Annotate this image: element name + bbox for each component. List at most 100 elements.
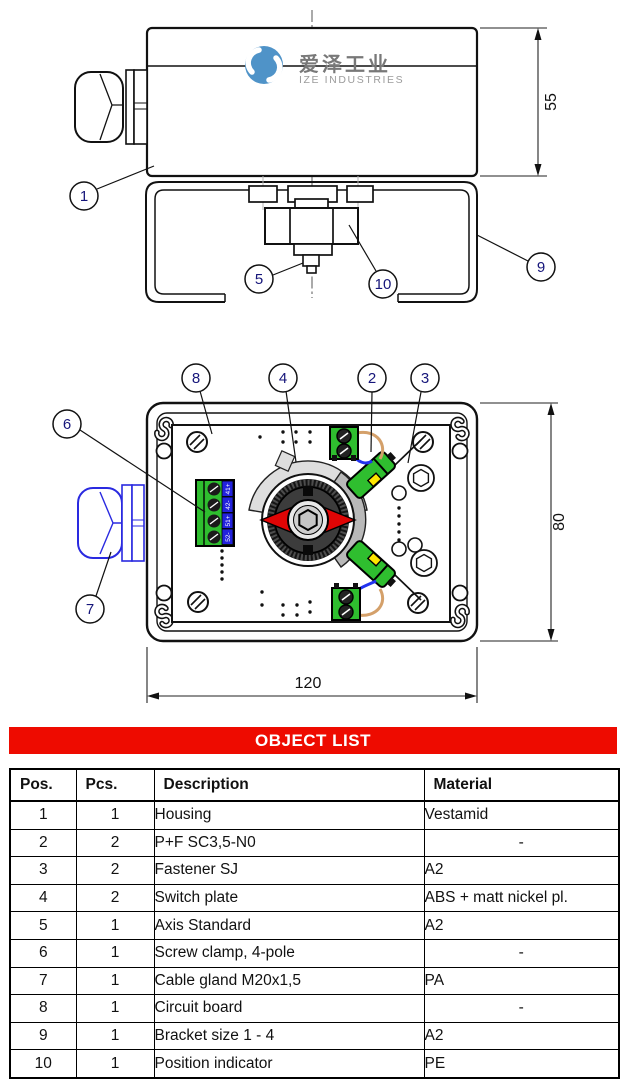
knob-notch-bottom: [303, 545, 313, 555]
cell-pcs: 2: [75, 883, 155, 913]
axis-standard: [302, 254, 320, 274]
cable-gland-top: [77, 484, 145, 562]
cell-pcs: 1: [75, 1049, 155, 1079]
table-row: 1 1 Housing Vestamid: [9, 800, 620, 830]
callout-7: 7: [75, 551, 112, 624]
position-indicator-assembly: [248, 185, 374, 256]
cell-description: P+F SC3,5-N0: [153, 828, 425, 858]
terminal-block-bottom: [331, 583, 361, 621]
object-list-title: OBJECT LIST: [254, 730, 371, 750]
cell-pos: 9: [9, 1021, 77, 1051]
cell-pos: 7: [9, 966, 77, 996]
cell-material: Vestamid: [423, 800, 620, 830]
cell-material: A2: [423, 1021, 620, 1051]
logo-text-cn: 爱泽工业: [299, 53, 391, 76]
cell-pos: 5: [9, 911, 77, 940]
col-header-material: Material: [423, 768, 620, 802]
table-row: 5 1 Axis Standard A2: [9, 911, 620, 940]
side-view-drawing: 55 爱泽工业 IZE INDUSTRIES 1 5 10: [69, 10, 560, 303]
hex-socket: [298, 508, 318, 532]
col-header-pcs: Pcs.: [75, 768, 155, 802]
cell-pos: 10: [9, 1049, 77, 1079]
cable-gland-side: [74, 69, 148, 145]
sensor-bottom: [346, 540, 396, 588]
dimension-80: 80: [480, 402, 568, 642]
cell-material: -: [423, 994, 620, 1023]
cell-pcs: 1: [75, 938, 155, 968]
callout-1: 1: [69, 165, 155, 211]
svg-text:5: 5: [255, 271, 263, 288]
cell-pcs: 1: [75, 800, 155, 830]
clamp-label-4: 52-: [225, 532, 232, 541]
svg-text:2: 2: [368, 370, 376, 387]
cell-description: Cable gland M20x1,5: [153, 966, 425, 996]
clamp-label-1: 41+: [225, 483, 232, 494]
callout-3: 3: [407, 363, 440, 464]
cell-material: -: [423, 828, 620, 858]
cell-material: ABS + matt nickel pl.: [423, 883, 620, 913]
cell-material: -: [423, 938, 620, 968]
callout-4: 4: [268, 363, 298, 463]
sensor-top: [346, 451, 396, 499]
cell-description: Fastener SJ: [153, 856, 425, 885]
table-row: 7 1 Cable gland M20x1,5 PA: [9, 966, 620, 996]
cell-pos: 4: [9, 883, 77, 913]
dim-120-label: 120: [295, 675, 322, 692]
col-header-pos: Pos.: [9, 768, 77, 802]
table-row: 10 1 Position indicator PE: [9, 1049, 620, 1079]
cell-material: A2: [423, 856, 620, 885]
cell-pos: 1: [9, 800, 77, 830]
object-list-banner: OBJECT LIST: [9, 727, 617, 754]
svg-text:8: 8: [192, 370, 200, 387]
logo: 爱泽工业 IZE INDUSTRIES: [245, 46, 404, 86]
cell-description: Housing: [153, 800, 425, 830]
cell-pcs: 1: [75, 994, 155, 1023]
svg-text:6: 6: [63, 416, 71, 433]
clamp-label-3: 51+: [225, 515, 232, 526]
cell-pcs: 1: [75, 911, 155, 940]
cell-pcs: 2: [75, 828, 155, 858]
callout-2: 2: [357, 363, 387, 453]
table-row: 3 2 Fastener SJ A2: [9, 856, 620, 885]
callout-9: 9: [476, 234, 556, 282]
svg-text:1: 1: [80, 188, 88, 205]
cell-description: Axis Standard: [153, 911, 425, 940]
cell-pos: 2: [9, 828, 77, 858]
callout-10: 10: [348, 224, 398, 299]
cell-pos: 3: [9, 856, 77, 885]
cell-description: Circuit board: [153, 994, 425, 1023]
object-list-table: Pos. Pcs. Description Material 1 1 Housi…: [9, 768, 620, 1079]
cell-pos: 6: [9, 938, 77, 968]
cell-pcs: 1: [75, 966, 155, 996]
cell-description: Bracket size 1 - 4: [153, 1021, 425, 1051]
table-row: 2 2 P+F SC3,5-N0 -: [9, 828, 620, 858]
callout-6: 6: [52, 409, 206, 513]
cell-description: Screw clamp, 4-pole: [153, 938, 425, 968]
clamp-labels: 41+ 42- 51+ 52-: [221, 480, 234, 545]
svg-text:7: 7: [86, 601, 94, 618]
callout-8: 8: [181, 363, 213, 435]
cell-material: PE: [423, 1049, 620, 1079]
logo-text-en: IZE INDUSTRIES: [299, 74, 404, 86]
svg-text:10: 10: [375, 276, 392, 293]
clamp-label-2: 42-: [225, 500, 232, 509]
table-row: 8 1 Circuit board -: [9, 994, 620, 1023]
screw-clamp: 41+ 42- 51+ 52-: [195, 479, 235, 547]
terminal-block-top: [329, 426, 359, 461]
corner-mount-features: [154, 416, 470, 629]
svg-text:4: 4: [279, 370, 287, 387]
cell-material: A2: [423, 911, 620, 940]
sensor-led: [366, 472, 383, 488]
dimension-55: 55: [480, 27, 560, 177]
cell-pcs: 2: [75, 856, 155, 885]
cell-material: PA: [423, 966, 620, 996]
table-row: 9 1 Bracket size 1 - 4 A2: [9, 1021, 620, 1051]
cell-description: Position indicator: [153, 1049, 425, 1079]
rotary-indicator-knob: [259, 473, 357, 567]
board-screws: [186, 431, 434, 614]
cell-description: Switch plate: [153, 883, 425, 913]
dimension-120: 120: [146, 647, 478, 703]
top-view-drawing: 41+ 42- 51+ 52-: [52, 363, 568, 703]
sensor-led: [366, 551, 383, 567]
